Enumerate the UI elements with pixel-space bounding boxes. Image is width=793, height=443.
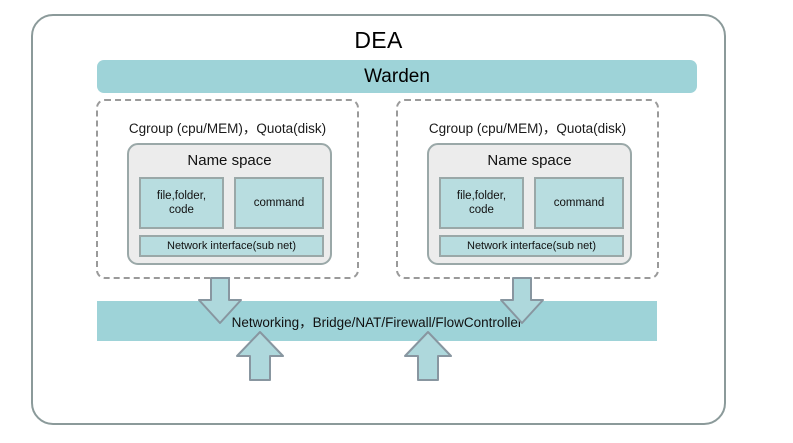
cgroup-label-left: Cgroup (cpu/MEM)，Quota(disk) bbox=[128, 121, 327, 136]
cgroup-container-right: Cgroup (cpu/MEM)，Quota(disk) Name space … bbox=[396, 99, 659, 279]
cell-network-interface-left: Network interface(sub net) bbox=[139, 235, 324, 257]
networking-band: Networking，Bridge/NAT/Firewall/FlowContr… bbox=[97, 301, 657, 341]
cell-command-label-left: command bbox=[253, 197, 305, 209]
cell-network-interface-right: Network interface(sub net) bbox=[439, 235, 624, 257]
cell-file-folder-code-right: file,folder, code bbox=[439, 177, 524, 229]
arrow-down-right-icon bbox=[500, 277, 544, 325]
arrow-down-left-icon bbox=[198, 277, 242, 325]
cell-file-folder-code-left: file,folder, code bbox=[139, 177, 224, 229]
cell-command-left: command bbox=[234, 177, 324, 229]
namespace-title-right: Name space bbox=[487, 152, 572, 169]
page-title: DEA bbox=[354, 27, 403, 53]
namespace-title-left: Name space bbox=[187, 152, 272, 169]
cell-file-folder-code-label-right: file,folder, code bbox=[456, 190, 507, 216]
arrow-up-right-icon bbox=[404, 330, 452, 382]
namespace-box-left: Name space file,folder, code command Net… bbox=[127, 143, 332, 265]
cell-command-label-right: command bbox=[553, 197, 605, 209]
namespace-box-right: Name space file,folder, code command Net… bbox=[427, 143, 632, 265]
arrow-up-left-icon bbox=[236, 330, 284, 382]
warden-label: Warden bbox=[364, 65, 430, 87]
cgroup-container-left: Cgroup (cpu/MEM)，Quota(disk) Name space … bbox=[96, 99, 359, 279]
cell-command-right: command bbox=[534, 177, 624, 229]
cell-network-interface-label-left: Network interface(sub net) bbox=[167, 240, 296, 252]
cell-network-interface-label-right: Network interface(sub net) bbox=[467, 240, 596, 252]
networking-label: Networking，Bridge/NAT/Firewall/FlowContr… bbox=[231, 315, 523, 330]
cgroup-label-right: Cgroup (cpu/MEM)，Quota(disk) bbox=[428, 121, 627, 136]
cell-file-folder-code-label-left: file,folder, code bbox=[156, 190, 207, 216]
warden-band: Warden bbox=[97, 60, 697, 93]
